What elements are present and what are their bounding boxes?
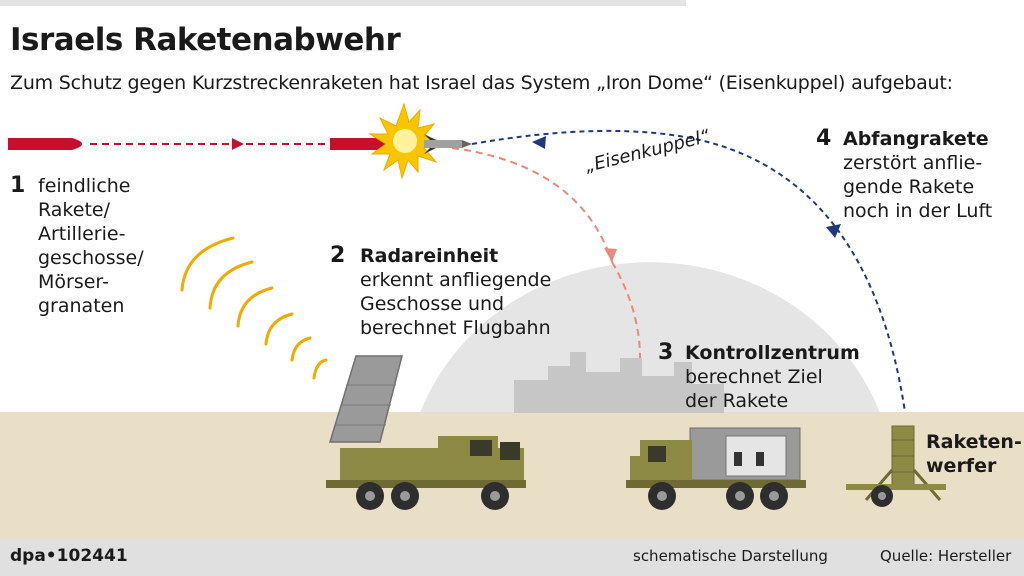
footer-source: Quelle: Hersteller	[880, 547, 1012, 565]
step-2-line: erkennt anfliegende	[360, 269, 552, 291]
step-4-heading: Abfangrakete	[843, 128, 989, 150]
step-1-number: 1	[10, 173, 26, 198]
step-2-line: Geschosse und	[360, 293, 505, 315]
step-1-line: feindliche	[38, 175, 131, 197]
step-4-number: 4	[816, 126, 832, 151]
radar-waves	[180, 236, 328, 380]
step-3-line: der Rakete	[685, 390, 789, 412]
launcher-label: Raketen- werfer	[926, 430, 1022, 480]
control-center-truck	[626, 427, 806, 510]
step-1-line: geschosse/	[38, 247, 144, 269]
top-rule	[0, 0, 686, 6]
step-3-number: 3	[658, 340, 674, 365]
step-4-line: zerstört anflie-	[843, 152, 983, 174]
page-title: Israels Raketenabwehr	[10, 22, 401, 58]
page-subtitle: Zum Schutz gegen Kurzstreckenraketen hat…	[10, 72, 953, 94]
launcher-label-line: werfer	[926, 455, 997, 477]
step-2-line: berechnet Flugbahn	[360, 317, 551, 339]
step-2-text: Radareinheit erkennt anfliegende Geschos…	[360, 244, 551, 340]
step-3-line: berechnet Ziel	[685, 366, 823, 388]
radar-truck	[326, 355, 526, 510]
step-3: 3 Kontrollzentrum berechnet Ziel der Rak…	[658, 341, 878, 417]
path-arrow	[232, 138, 244, 150]
footer-note: schematische Darstellung	[633, 547, 828, 565]
step-2-number: 2	[330, 243, 346, 268]
city-skyline	[514, 352, 724, 413]
step-2-heading: Radareinheit	[360, 245, 499, 267]
step-1-line: Rakete/	[38, 199, 110, 221]
step-1-line: Mörser-	[38, 271, 109, 293]
step-4-line: gende Rakete	[843, 176, 975, 198]
step-1-line: granaten	[38, 295, 125, 317]
step-4-line: noch in der Luft	[843, 200, 993, 222]
iron-dome	[420, 262, 880, 413]
enemy-rocket-start	[8, 138, 82, 150]
step-4: 4 Abfangrakete zerstört anflie- gende Ra…	[816, 127, 1016, 227]
launcher-label-line: Raketen-	[926, 431, 1022, 453]
interceptor-path	[471, 129, 906, 413]
radar-tracking-path	[451, 147, 613, 263]
step-4-text: Abfangrakete zerstört anflie- gende Rake…	[843, 127, 992, 223]
footer-credit: dpa•102441	[10, 546, 128, 566]
rocket-launcher	[846, 425, 946, 507]
step-1: 1 feindliche Rakete/ Artillerie- geschos…	[10, 174, 170, 324]
footer-bar	[0, 538, 1024, 576]
step-2: 2 Radareinheit erkennt anfliegende Gesch…	[330, 244, 590, 344]
step-1-line: Artillerie-	[38, 223, 126, 245]
step-3-text: Kontrollzentrum berechnet Ziel der Raket…	[685, 341, 860, 413]
interceptor-missile	[424, 134, 472, 154]
step-3-heading: Kontrollzentrum	[685, 342, 860, 364]
step-1-text: feindliche Rakete/ Artillerie- geschosse…	[38, 174, 144, 318]
